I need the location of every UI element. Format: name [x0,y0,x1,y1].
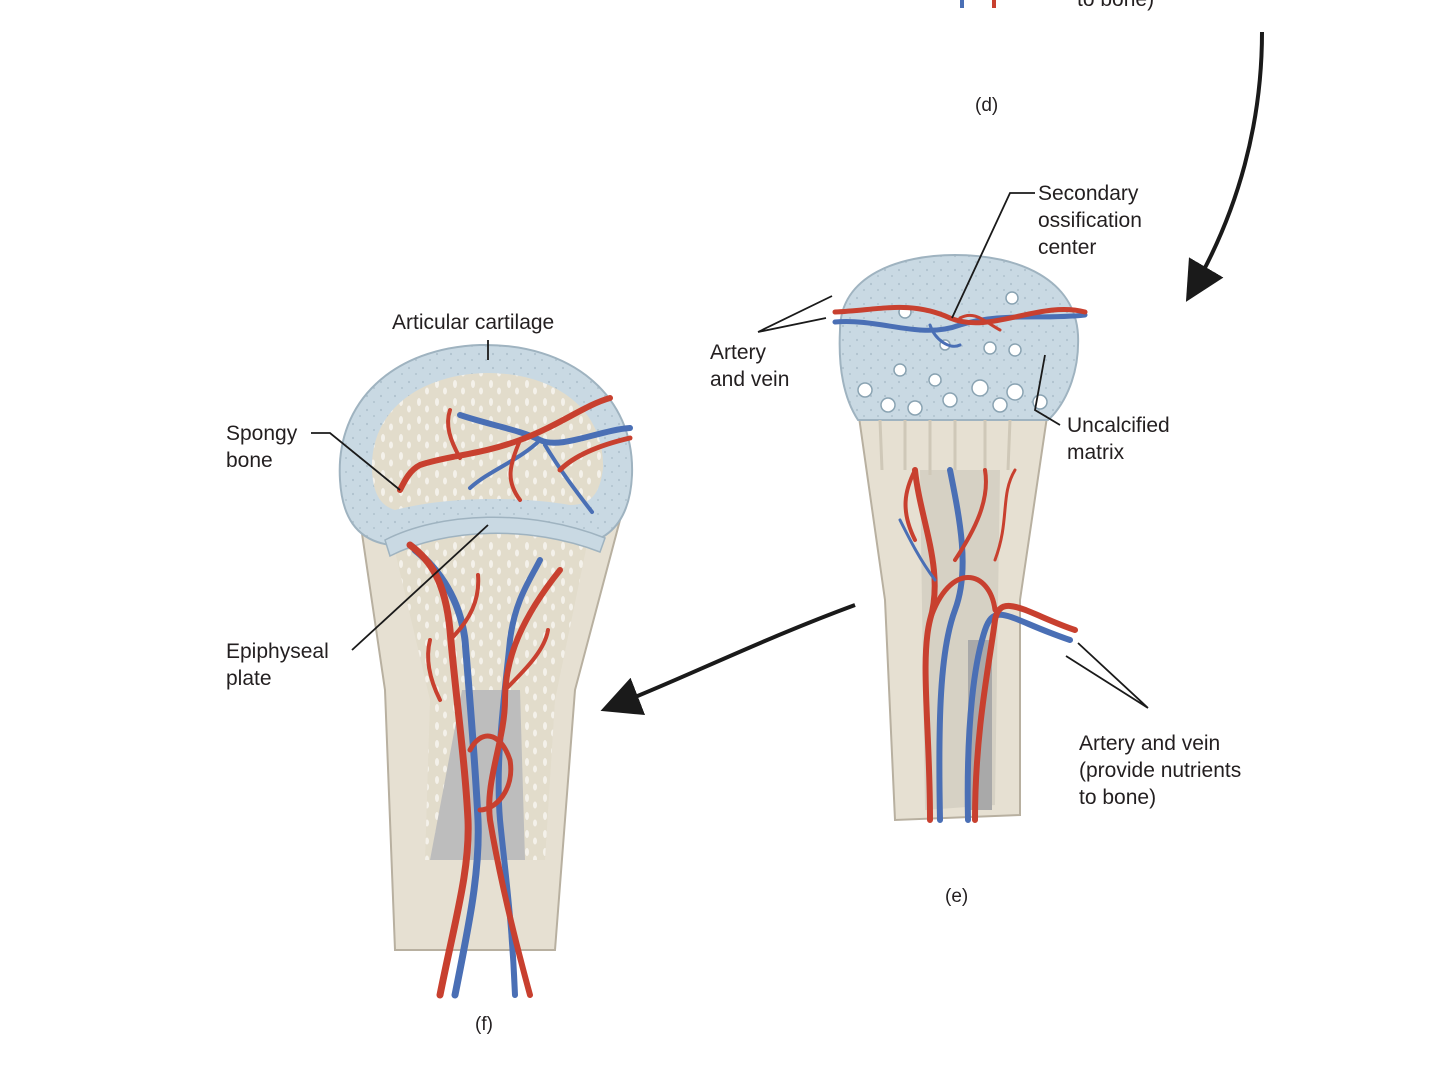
caption-f: (f) [475,1014,493,1035]
spongy-epiphysis-f [371,372,604,510]
panel-f-leaders [311,340,489,651]
epiphyseal-plate-f [384,516,606,558]
epiphysis-vessels-e [832,304,1088,348]
arrow-e-to-f [600,603,856,716]
label-secondary-ossification-center: Secondary ossification center [1038,182,1142,259]
leader-artery-vein-nutrients [1065,642,1149,709]
label-articular-cartilage: Articular cartilage [392,311,555,334]
shaft-vessels-f [406,541,563,999]
epiphysis-vessels-f [397,395,633,514]
panel-f-bone [338,343,634,999]
leader-epiphyseal-plate [351,524,489,651]
shaft-vessels-e [898,467,1078,823]
panel-e-leaders [757,192,1149,709]
cartilage-columns [878,419,1012,475]
label-uncalcified-matrix: Uncalcified matrix [1067,414,1170,464]
leader-artery-vein-e [757,295,833,333]
caption-d: (d) [975,95,999,116]
leader-spongy-bone [311,432,401,491]
label-artery-and-vein-nutrients: Artery and vein (provide nutrients to bo… [1079,732,1242,809]
leader-uncalcified [1034,354,1061,426]
label-spongy-bone: Spongy bone [226,422,298,472]
label-epiphyseal-plate: Epiphyseal plate [226,640,329,690]
panel-d-remnant [960,0,996,8]
panel-e-bone [832,253,1088,823]
arrow-d-to-e [1185,31,1264,302]
label-artery-and-vein-e: Artery and vein [710,341,790,391]
label-cropped-to-bone: to bone) [1077,0,1154,13]
caption-e: (e) [945,886,969,907]
leader-secondary-ossification [951,192,1035,319]
